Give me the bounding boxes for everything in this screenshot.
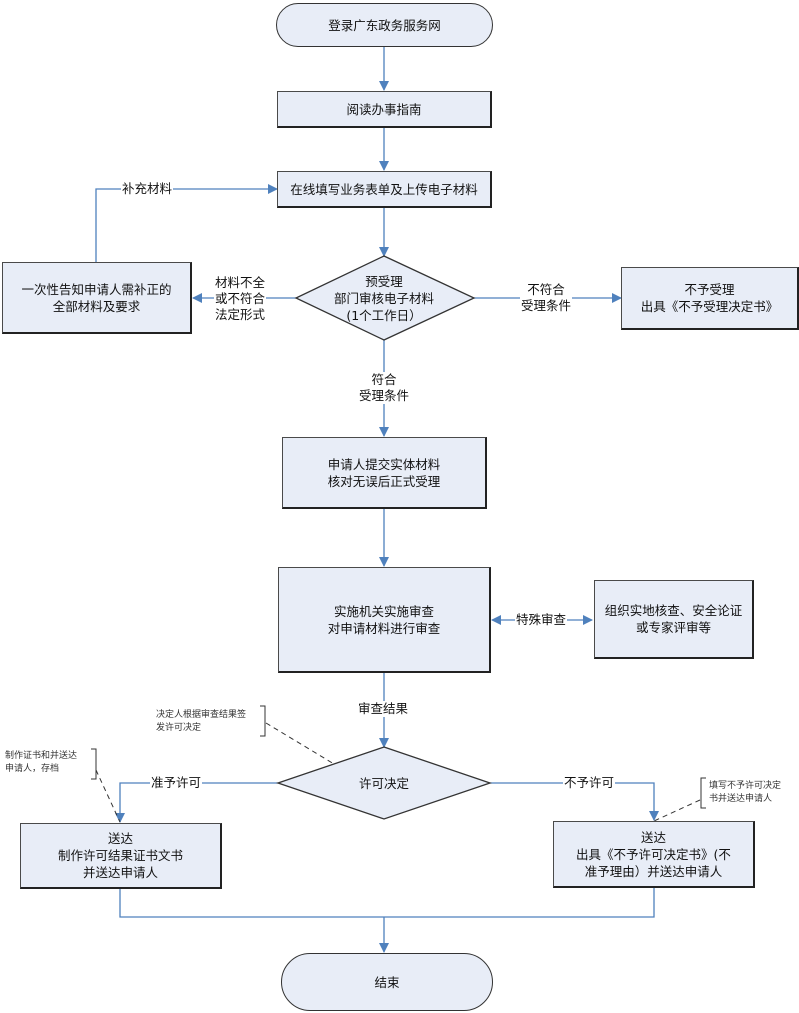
note-bracket-deny xyxy=(700,777,706,809)
deliver-permit-step: 送达 制作许可结果证书文书 并送达申请人 xyxy=(20,823,222,889)
submit-physical-step: 申请人提交实体材料 核对无误后正式受理 xyxy=(282,437,487,509)
end-terminal: 结束 xyxy=(281,953,493,1011)
label-review-result: 审查结果 xyxy=(357,701,410,717)
note-leader-grant xyxy=(95,769,121,823)
label-special-review: 特殊审查 xyxy=(515,612,568,628)
note-decision: 决定人根据审查结果签 发许可决定 xyxy=(156,710,247,733)
fill-form-step: 在线填写业务表单及上传电子材料 xyxy=(277,171,492,208)
permit-decision-text: 许可决定 xyxy=(358,775,409,791)
deliver-denial-step: 送达 出具《不予许可决定书》(不 准予理由）并送达申请人 xyxy=(553,821,755,888)
notify-supplement-step: 一次性告知申请人需补正的 全部材料及要求 xyxy=(2,262,192,334)
label-not-eligible: 不符合 受理条件 xyxy=(520,282,573,314)
note-bracket-decision xyxy=(260,705,266,737)
decision-diamond-permit xyxy=(275,746,493,820)
edge-decision-grant xyxy=(115,782,278,823)
label-grant: 准予许可 xyxy=(150,775,203,791)
note-deny: 填写不予许可决定 书并送达申请人 xyxy=(709,781,782,804)
decision-diamond-preaccept xyxy=(294,255,476,341)
label-deny: 不予许可 xyxy=(563,775,616,791)
note-grant: 制作证书和并送达 申请人，存档 xyxy=(5,751,78,774)
edge-merge xyxy=(119,887,655,918)
note-leader-deny xyxy=(653,799,701,822)
note-bracket-grant xyxy=(91,748,97,780)
edge-decision-deny xyxy=(490,782,659,821)
label-incomplete: 材料不全 或不符合 法定形式 xyxy=(214,275,267,323)
label-eligible: 符合 受理条件 xyxy=(358,372,411,404)
start-terminal: 登录广东政务服务网 xyxy=(276,3,493,47)
preaccept-decision-text: 预受理 部门审核电子材料 (1个工作日） xyxy=(333,273,434,323)
label-supplement: 补充材料 xyxy=(121,181,174,197)
note-leader-decision xyxy=(265,722,335,765)
read-guide-step: 阅读办事指南 xyxy=(277,91,492,128)
special-review-step: 组织实地核查、安全论证 或专家评审等 xyxy=(594,580,754,659)
edge-supplement-loop xyxy=(95,184,278,262)
review-step: 实施机关实施审查 对申请材料进行审查 xyxy=(278,567,491,673)
reject-acceptance-step: 不予受理 出具《不予受理决定书》 xyxy=(621,267,799,330)
